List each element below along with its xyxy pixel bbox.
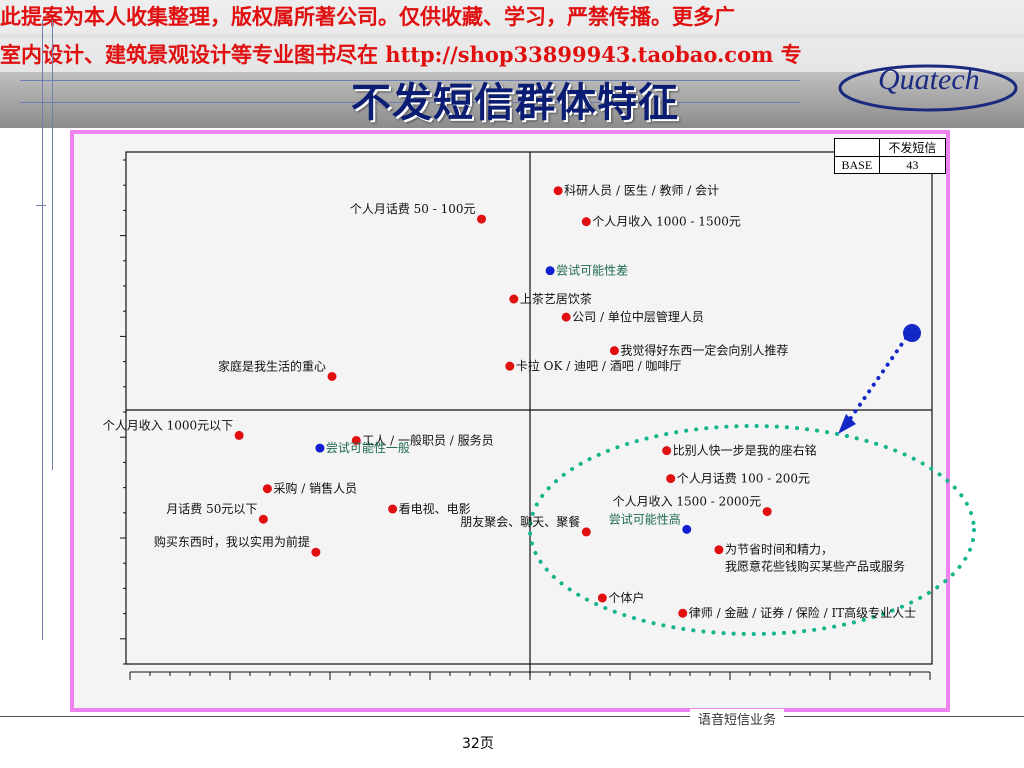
data-point-label: 工人 / 一般职员 / 服务员 [362,432,493,447]
data-point [477,214,487,224]
data-point-label: 月话费 50元以下 [166,502,257,516]
data-point-label: 公司 / 单位中层管理人员 [572,309,704,324]
data-point [258,514,268,524]
chart-axes [120,151,933,680]
highlight-layer [528,324,976,636]
data-point [561,312,571,322]
data-point [262,484,272,494]
decor-line-3 [36,205,46,206]
data-point-label: 尝试可能性高 [609,511,681,526]
data-point [311,547,321,557]
label-line: 为节省时间和精力， [725,543,833,557]
decor-line-4 [20,80,800,81]
data-point [682,524,692,534]
watermark-line-2: 室内设计、建筑景观设计等专业图书尽在 http://shop33899943.t… [0,38,1024,72]
base-table: 不发短信 BASE 43 [834,138,947,174]
highlight-ellipse [528,424,976,636]
data-point-label: 个人月收入 1000元以下 [103,418,233,432]
data-point-label: 个人月话费 100 - 200元 [677,472,810,486]
data-point-label: 看电视、电影 [399,501,471,516]
data-point [662,446,672,456]
data-point [581,527,591,537]
data-point [388,504,398,514]
quatech-logo [838,64,1018,112]
data-point-label: 个人月收入 1000 - 1500元 [592,215,741,229]
footer-note: 语音短信业务 [690,709,785,728]
highlight-arrow-origin [903,324,921,342]
data-point-label: 比别人快一步是我的座右铭 [673,443,817,458]
slide-title: 不发短信群体特征 [351,80,679,126]
data-point [545,266,555,276]
data-point [581,217,591,227]
data-point [315,443,325,453]
data-point-label: 个体户 [608,590,644,605]
data-point-label: 朋友聚会、聊天、聚餐 [460,514,580,529]
data-point-label: 科研人员 / 医生 / 教师 / 会计 [564,183,719,198]
data-point-label: 尝试可能性差 [556,263,628,278]
highlight-arrow-head [838,414,856,434]
base-table-header: 不发短信 [878,138,947,157]
data-point-label: 上茶艺居饮茶 [520,291,592,306]
data-point [762,507,772,517]
data-point-label: 采购 / 销售人员 [273,481,357,496]
data-point-label: 律师 / 金融 / 证券 / 保险 / IT高级专业人士 [689,605,916,620]
watermark-line-1: 此提案为本人收集整理，版权属所著公司。仅供收藏、学习，严禁传播。更多广 [0,0,1024,34]
footer-divider [0,716,1024,717]
logo-text: Quatech [878,63,980,96]
plot-area [125,151,933,665]
data-point [234,430,244,440]
data-point [327,371,337,381]
base-table-row-label: BASE [834,156,880,174]
data-point-label: 个人月收入 1500 - 2000元 [613,495,762,509]
data-point [666,474,676,484]
data-point-label: 家庭是我生活的重心 [218,358,326,373]
base-table-blank [834,138,880,157]
page-number: 32页 [462,736,494,752]
data-point [597,593,607,603]
decor-line-5 [20,102,800,103]
data-point [714,545,724,555]
data-point-label: 为节省时间和精力， 我愿意花些钱购买某些产品或服务 [725,543,905,574]
label-line: 我愿意花些钱购买某些产品或服务 [725,559,905,574]
data-point-label: 我觉得好东西一定会向别人推荐 [620,343,788,358]
data-point [505,361,515,371]
data-point [609,346,619,356]
decor-line-1 [42,20,43,640]
data-point-label: 个人月话费 50 - 100元 [350,202,476,216]
base-table-row-value: 43 [878,156,947,174]
data-point-label: 尝试可能性一般 [326,440,410,455]
data-point-label: 购买东西时，我以实用为前提 [154,534,310,549]
data-point [509,294,519,304]
data-point [553,186,563,196]
data-point [678,608,688,618]
data-point-label: 卡拉 OK / 迪吧 / 酒吧 / 咖啡厅 [516,358,682,373]
decor-line-2 [52,20,53,470]
data-point [351,435,361,445]
highlight-arrow-shaft [846,336,908,424]
